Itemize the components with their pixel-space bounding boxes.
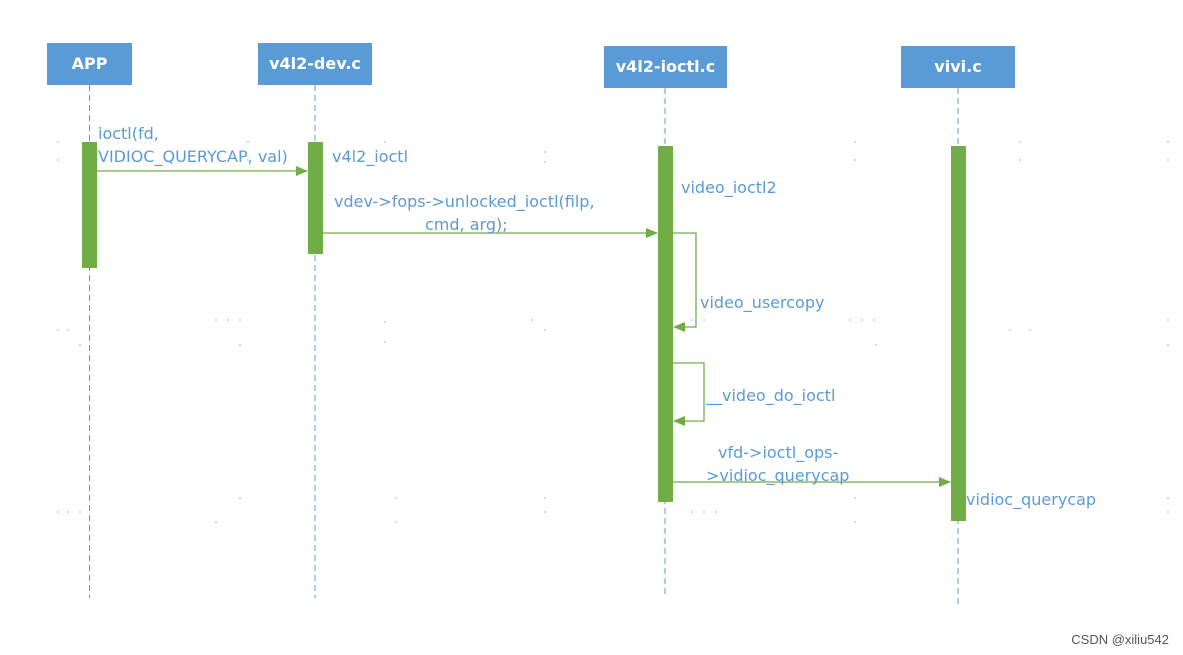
participant-vivi-label: vivi.c — [934, 57, 981, 76]
arrow-self-do-ioctl — [673, 362, 705, 426]
participant-app-box — [47, 43, 132, 85]
label-dev-to-ioctl-line1: vdev->fops->unlocked_ioctl(filp, — [334, 192, 595, 212]
participant-v4l2-ioctl: v4l2-ioctl.c — [604, 46, 727, 88]
participant-v4l2-ioctl-box — [604, 46, 727, 88]
label-ioctl-to-vivi-line2: >vidioc_querycap — [706, 466, 849, 486]
label-video-do-ioctl: __video_do_ioctl — [705, 386, 835, 406]
label-app-to-dev-line1: ioctl(fd, — [98, 124, 159, 143]
participant-app: APP — [47, 43, 132, 85]
label-app-to-dev-line2: VIDIOC_QUERYCAP, val) — [98, 147, 288, 167]
activation-v4l2-ioctl — [658, 146, 673, 502]
label-ioctl-to-vivi-line1: vfd->ioctl_ops- — [718, 443, 838, 463]
activation-app — [82, 142, 97, 268]
arrow-self-usercopy — [673, 232, 697, 332]
participant-v4l2-dev-label: v4l2-dev.c — [269, 54, 361, 73]
participant-v4l2-ioctl-label: v4l2-ioctl.c — [616, 57, 715, 76]
label-dev-to-ioctl-line2: cmd, arg); — [425, 215, 508, 234]
label-video-ioctl2: video_ioctl2 — [681, 178, 777, 198]
participant-v4l2-dev-box — [258, 43, 372, 85]
label-vidioc-querycap: vidioc_querycap — [966, 490, 1096, 510]
label-v4l2-ioctl: v4l2_ioctl — [332, 147, 408, 167]
activation-v4l2-dev — [308, 142, 323, 254]
participant-vivi-box — [901, 46, 1015, 88]
participant-v4l2-dev: v4l2-dev.c — [258, 43, 372, 85]
activation-vivi — [951, 146, 966, 521]
participant-vivi: vivi.c — [901, 46, 1015, 88]
label-video-usercopy: video_usercopy — [700, 293, 824, 313]
watermark: CSDN @xiliu542 — [1071, 632, 1169, 647]
background-dots — [57, 141, 1169, 523]
participant-app-label: APP — [72, 54, 108, 73]
